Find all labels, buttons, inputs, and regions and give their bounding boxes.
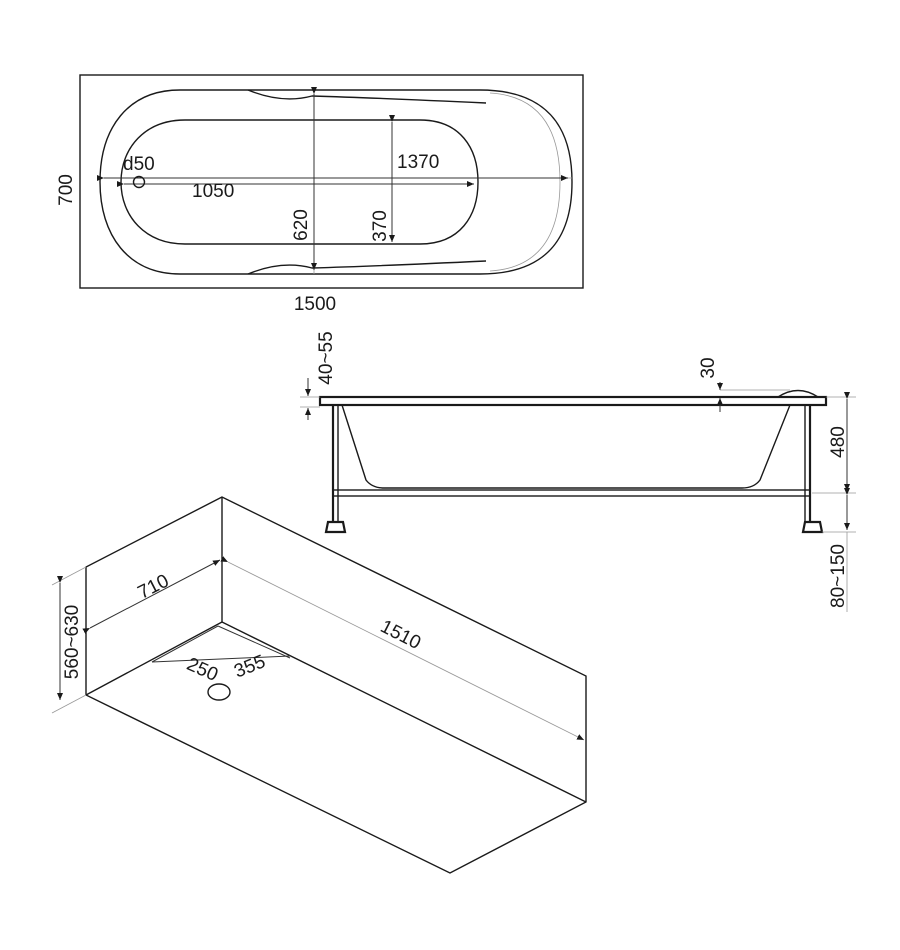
niche-outline (85, 496, 587, 874)
outer-bowl-outline (99, 89, 573, 275)
label-inner-width: 620 (291, 209, 312, 241)
top-view-frame (79, 74, 584, 289)
outer-bowl-inner-edge (489, 92, 561, 272)
tub-bowl-profile (341, 404, 791, 489)
drain-circle (132, 175, 146, 189)
label-drain-width: 355 (231, 651, 268, 682)
ext-height-bottom (51, 694, 87, 714)
label-inner-length: 1050 (192, 181, 234, 202)
label-niche-height: 560~630 (62, 605, 83, 680)
dim-710 (82, 559, 221, 634)
inner-bowl-outline (120, 119, 479, 245)
label-height: 480 (828, 426, 849, 458)
dim-250-355-arrows (151, 625, 291, 663)
label-feet: 80~150 (828, 544, 849, 608)
top-view: 700 1500 d50 1050 1370 620 370 (56, 74, 584, 315)
label-outer-inner-length: 1370 (397, 152, 439, 173)
side-view: 40~55 30 480 80~150 (300, 331, 856, 612)
ext-height-top (51, 566, 87, 586)
label-lip: 30 (698, 357, 719, 378)
label-top-width: 700 (56, 174, 77, 206)
label-half-width: 370 (370, 210, 391, 242)
frame-crossbar (332, 489, 811, 497)
foot-right (801, 520, 824, 534)
tub-rim (318, 395, 828, 407)
niche-floor-left (85, 621, 223, 696)
label-top-length: 1500 (294, 294, 336, 315)
foot-left (324, 520, 347, 534)
headrest-bump (777, 389, 819, 398)
dim-1510 (220, 556, 585, 741)
niche-drain-hole (207, 683, 231, 701)
dim-250-355 (151, 655, 291, 663)
label-niche-width: 710 (135, 571, 173, 604)
label-rim: 40~55 (316, 331, 337, 384)
label-drain: d50 (123, 154, 155, 175)
armrest-top (247, 89, 487, 104)
armrest-bottom (247, 260, 487, 275)
niche-view: 560~630 710 1510 250 355 (51, 496, 587, 874)
